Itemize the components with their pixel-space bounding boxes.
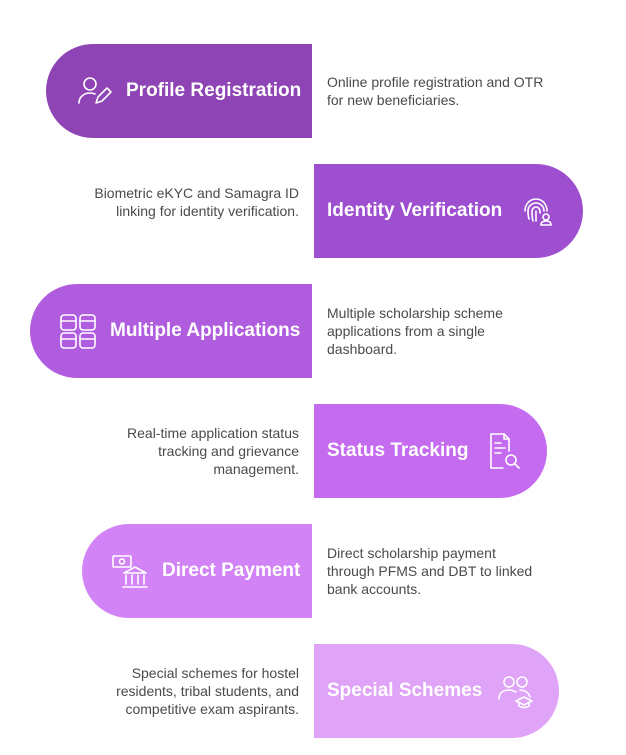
step-title: Special Schemes	[327, 680, 483, 701]
students-graduation-icon	[496, 671, 536, 711]
user-edit-icon	[74, 71, 114, 111]
fingerprint-user-icon	[516, 191, 556, 231]
step-description: Biometric eKYC and Samagra ID linking fo…	[94, 185, 299, 219]
step-title: Status Tracking	[327, 440, 469, 461]
step-identity-verification: Identity Verification	[314, 164, 583, 258]
step-description: Multiple scholarship scheme applications…	[327, 305, 503, 357]
step-profile-registration: Profile Registration	[46, 44, 312, 138]
step-title: Multiple Applications	[110, 320, 301, 341]
step-title: Direct Payment	[162, 560, 301, 581]
step-description: Special schemes for hostel residents, tr…	[116, 665, 299, 717]
step-special-schemes: Special Schemes	[314, 644, 559, 738]
step-title: Identity Verification	[327, 200, 503, 221]
step-description: Real-time application status tracking an…	[127, 425, 299, 477]
step-multiple-applications: Multiple Applications	[30, 284, 312, 378]
bank-payment-icon	[110, 551, 150, 591]
step-status-tracking: Status Tracking	[314, 404, 547, 498]
step-description: Online profile registration and OTR for …	[327, 74, 544, 108]
grid-apps-icon	[58, 311, 98, 351]
step-title: Profile Registration	[126, 80, 302, 101]
step-direct-payment: Direct Payment	[82, 524, 312, 618]
step-description: Direct scholarship payment through PFMS …	[327, 545, 533, 597]
document-search-icon	[483, 431, 523, 471]
